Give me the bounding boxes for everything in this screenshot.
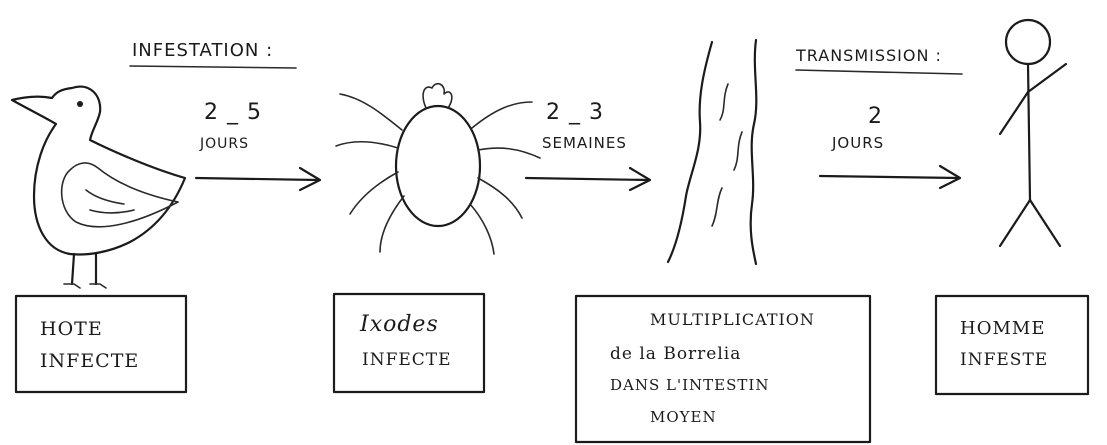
delay-3-value: 2 [868, 104, 883, 129]
arrow-3 [820, 166, 960, 188]
delay-2-unit: Semaines [542, 134, 627, 152]
tick-icon [336, 84, 540, 254]
box-3-line-3: dans l'intestin [610, 376, 769, 394]
box-4-line-2: Infeste [960, 350, 1048, 370]
box-2-line-2: Infecte [362, 350, 452, 370]
arrow-1 [196, 168, 320, 190]
delay-1-unit: Jours [200, 136, 249, 152]
box-3-line-1: Multiplication [650, 310, 815, 329]
arrow-2 [526, 168, 650, 190]
box-1-line-1: Hote [40, 318, 103, 340]
box-1-border [16, 296, 186, 392]
box-4-border [936, 296, 1088, 394]
infestation-underline [130, 66, 296, 68]
transmission-label: Transmission : [796, 46, 942, 65]
delay-3-unit: Jours [832, 134, 884, 152]
box-2-line-1: Ixodes [360, 312, 439, 337]
box-3-line-2: de la Borrelia [610, 344, 741, 364]
intestine-icon [668, 40, 756, 264]
delay-2-value: 2 _ 3 [546, 100, 604, 125]
infestation-label: Infestation : [132, 40, 273, 61]
bird-icon [12, 87, 185, 288]
delay-1-value: 2 _ 5 [204, 100, 262, 125]
box-1-line-2: Infecte [40, 350, 139, 372]
box-3-line-4: moyen [650, 408, 717, 426]
stick-man-icon [1000, 20, 1066, 246]
transmission-underline [796, 70, 962, 74]
box-4-line-1: Homme [960, 318, 1045, 339]
box-2-border [334, 294, 484, 392]
